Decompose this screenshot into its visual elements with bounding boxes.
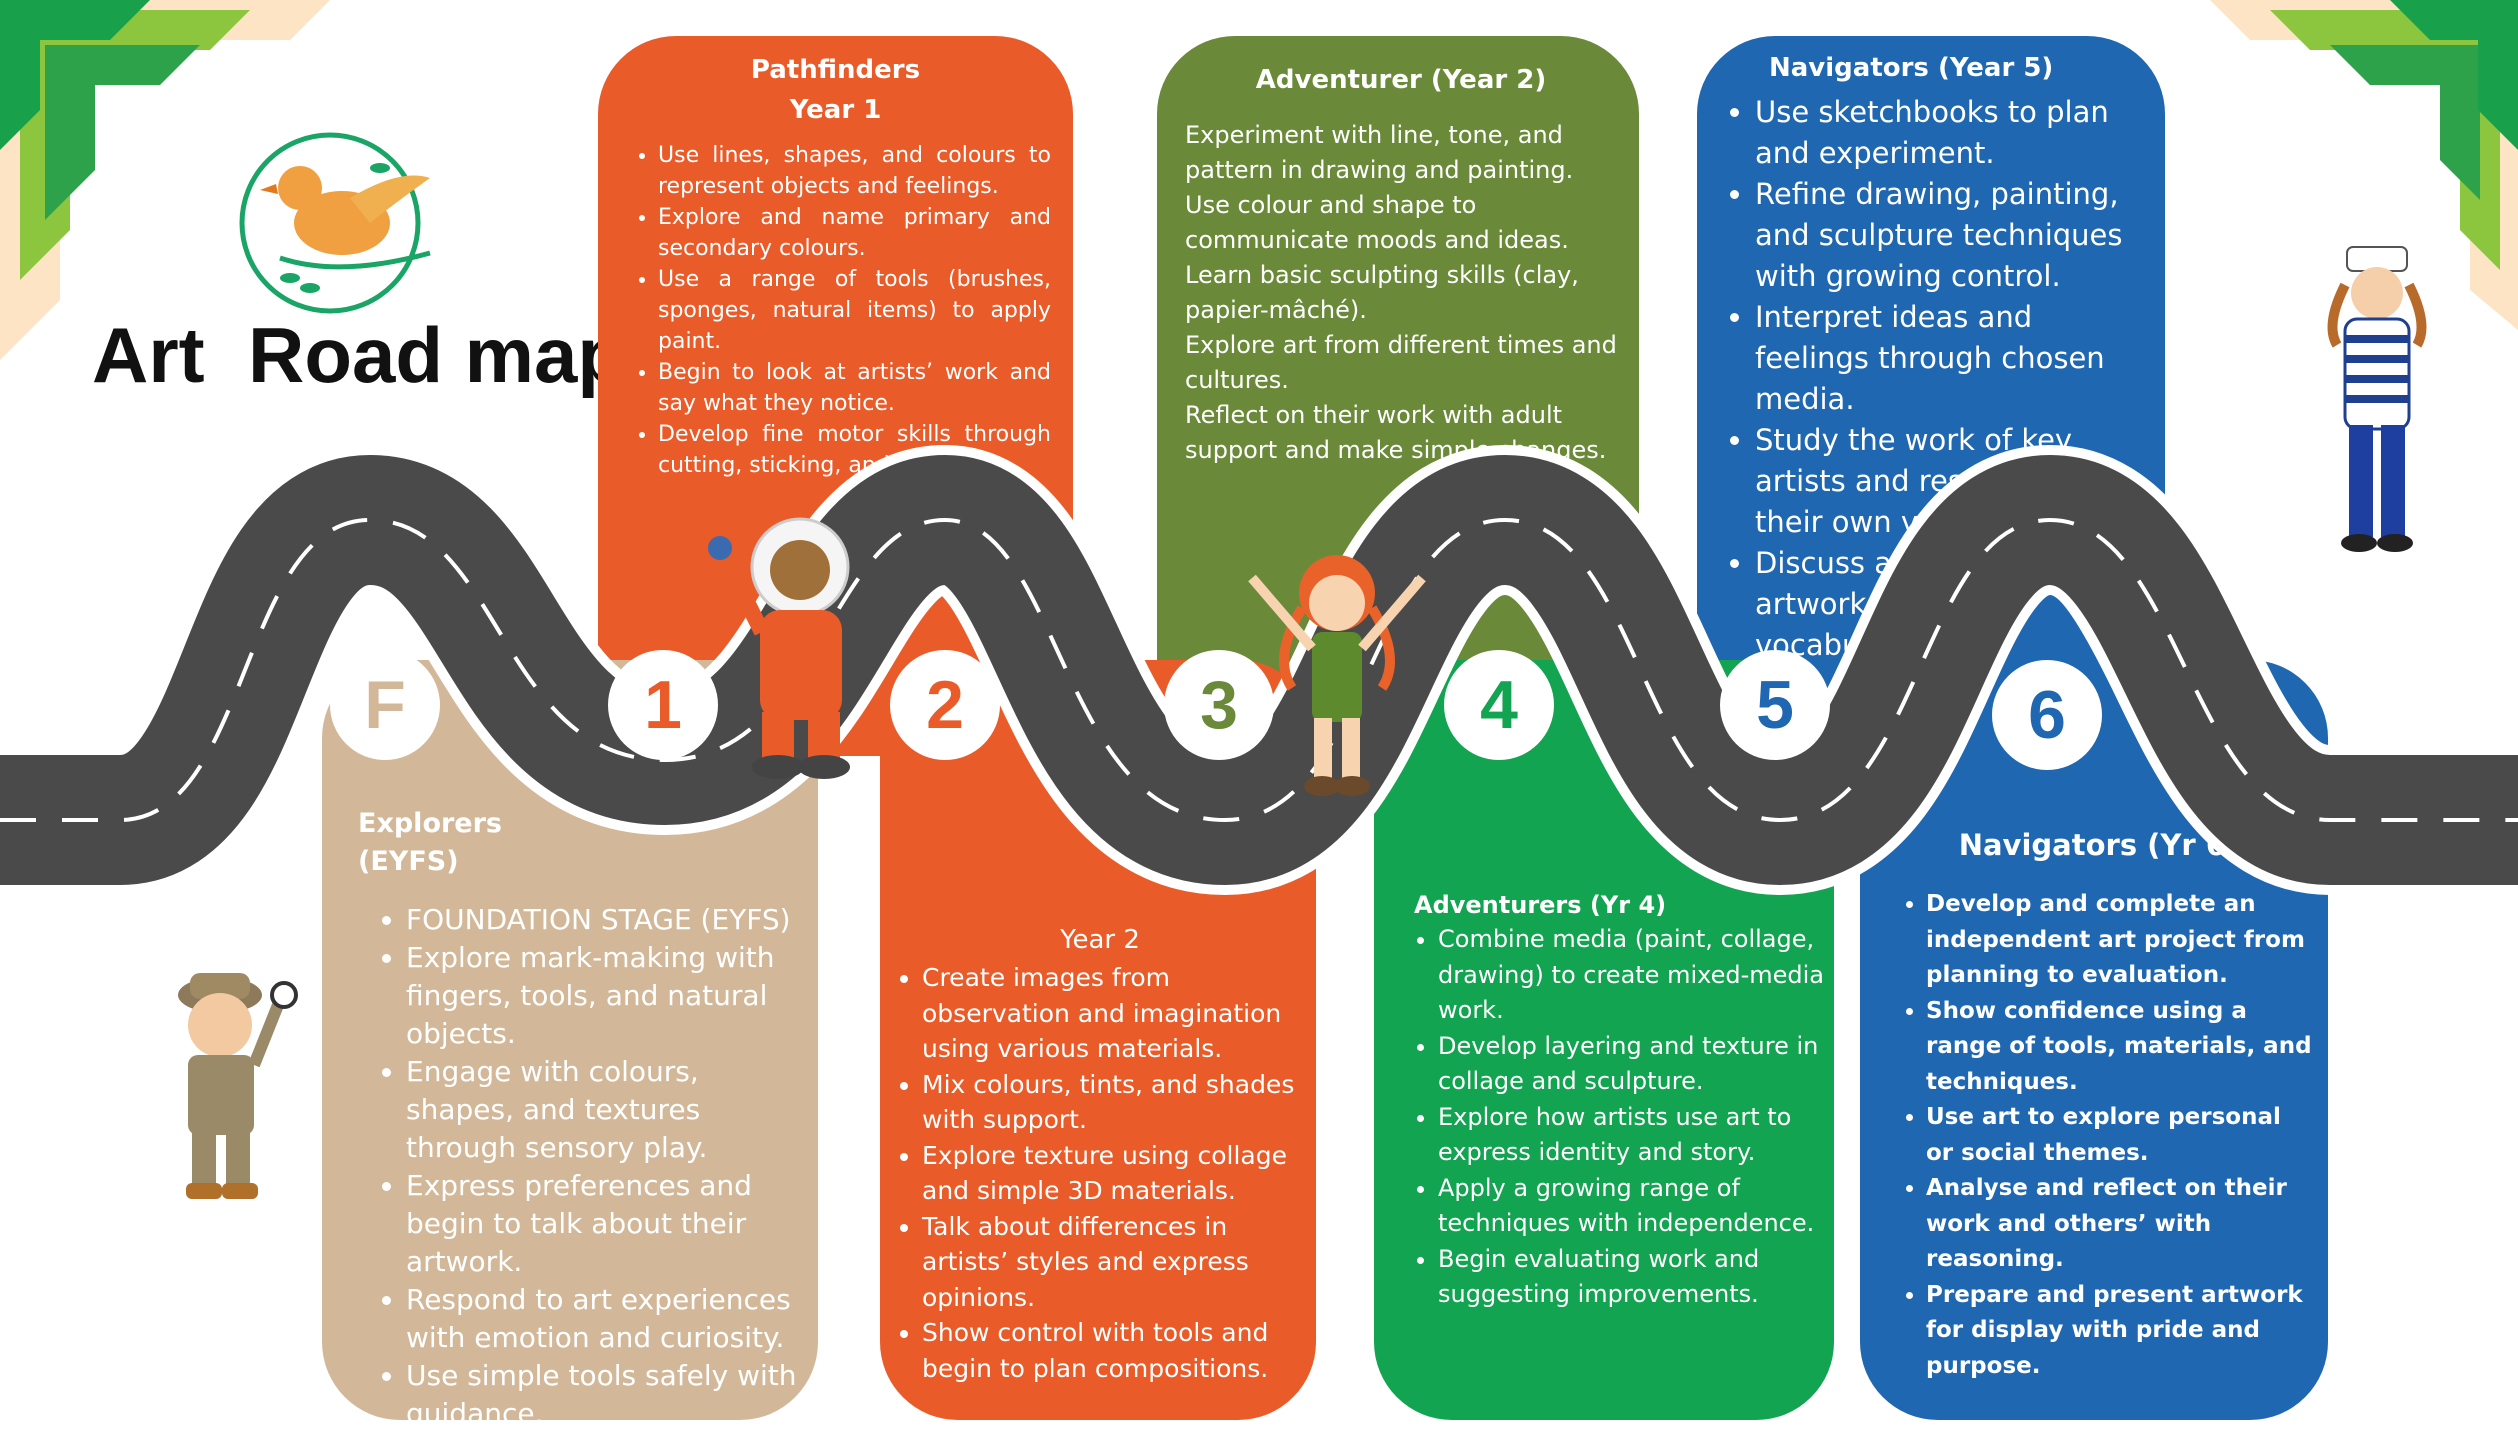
card-year4-list: Combine media (paint, collage, drawing) … xyxy=(1414,922,1824,1313)
corner-chevron-decoration-right xyxy=(2210,0,2518,330)
sailor-character-illustration xyxy=(2327,246,2427,552)
card-year4-heading: Adventurers (Yr 4) xyxy=(1414,891,1667,919)
card-year6: Navigators (Yr 6) Develop and complete a… xyxy=(1860,660,2328,1420)
list-item: Refine drawing, painting, and sculpture … xyxy=(1755,174,2145,297)
list-item: Mix colours, tints, and shades with supp… xyxy=(922,1067,1312,1138)
stage-number-6: 6 xyxy=(1992,660,2102,770)
list-item: Respond to art experiences with emotion … xyxy=(406,1281,798,1357)
stage-number-3: 3 xyxy=(1164,650,1274,760)
list-item: Develop and complete an independent art … xyxy=(1926,887,2314,994)
list-item: Create images from observation and imagi… xyxy=(922,960,1312,1067)
list-item: Begin to look at artists’ work and say w… xyxy=(658,357,1051,419)
card-year6-heading: Navigators (Yr 6) xyxy=(1958,828,2240,862)
list-item: Analyse and reflect on their work and ot… xyxy=(1926,1171,2314,1278)
list-item: Talk about differences in artists’ style… xyxy=(922,1209,1312,1316)
list-item: Use a range of tools (brushes, sponges, … xyxy=(658,264,1051,357)
list-item: Use lines, shapes, and colours to repres… xyxy=(658,140,1051,202)
card-year2-heading: Year 2 xyxy=(1060,925,1140,955)
list-item: Use art to explore personal or social th… xyxy=(1926,1100,2314,1171)
card-year1-list: Use lines, shapes, and colours to repres… xyxy=(620,140,1051,481)
list-item: Interpret ideas and feelings through cho… xyxy=(1755,297,2145,420)
card-year2-list: Create images from observation and imagi… xyxy=(888,960,1312,1386)
list-item: Study the work of key artists and respon… xyxy=(1755,420,2145,543)
list-item: Prepare and present artwork for display … xyxy=(1926,1278,2314,1385)
list-item: Develop fine motor skills through cuttin… xyxy=(658,419,1051,481)
card-year1-heading: Pathfinders Year 1 xyxy=(750,55,921,125)
list-item: Express preferences and begin to talk ab… xyxy=(406,1167,798,1281)
list-item: Begin evaluating work and suggesting imp… xyxy=(1438,1242,1824,1313)
list-item: Discuss and compare artworks using art v… xyxy=(1755,543,2145,666)
list-item: Explore and name primary and secondary c… xyxy=(658,202,1051,264)
card-year5: Navigators (Year 5) Use sketchbooks to p… xyxy=(1697,36,2165,756)
bird-logo xyxy=(239,132,431,314)
card-explorers-heading: Explorers (EYFS) xyxy=(358,808,503,877)
stage-number-f: F xyxy=(330,650,440,760)
card-year5-heading: Navigators (Year 5) xyxy=(1769,53,2054,83)
card-explorers-list: FOUNDATION STAGE (EYFS) Explore mark-mak… xyxy=(344,901,798,1433)
stage-number-2: 2 xyxy=(890,650,1000,760)
list-item: Use simple tools safely with guidance. xyxy=(406,1357,798,1433)
list-item: Explore texture using collage and simple… xyxy=(922,1138,1312,1209)
card-year6-list: Develop and complete an independent art … xyxy=(1884,887,2314,1384)
stage-number-4: 4 xyxy=(1444,650,1554,760)
list-item: Explore mark-making with fingers, tools,… xyxy=(406,939,798,1053)
card-year5-list: Use sketchbooks to plan and experiment. … xyxy=(1717,92,2145,666)
eskimo-character-illustration xyxy=(708,517,850,779)
list-item: Use sketchbooks to plan and experiment. xyxy=(1755,92,2145,174)
stage-number-1: 1 xyxy=(608,650,718,760)
stage-number-5: 5 xyxy=(1720,650,1830,760)
girl-character-illustration xyxy=(1248,555,1426,796)
corner-chevron-decoration-left xyxy=(0,0,330,360)
explorer-character-illustration xyxy=(178,973,298,1199)
page-title: Art Road map xyxy=(92,311,626,399)
list-item: Show confidence using a range of tools, … xyxy=(1926,994,2314,1101)
list-item: Engage with colours, shapes, and texture… xyxy=(406,1053,798,1167)
card-adventurer-year2-heading: Adventurer (Year 2) xyxy=(1255,65,1547,95)
list-item: FOUNDATION STAGE (EYFS) xyxy=(406,901,798,939)
list-item: Apply a growing range of techniques with… xyxy=(1438,1171,1824,1242)
list-item: Show control with tools and begin to pla… xyxy=(922,1315,1312,1386)
card-year4: Adventurers (Yr 4) Combine media (paint,… xyxy=(1374,660,1834,1420)
list-item: Develop layering and texture in collage … xyxy=(1438,1029,1824,1100)
card-adventurer-year2-text: Experiment with line, tone, and pattern … xyxy=(1185,121,1617,464)
list-item: Combine media (paint, collage, drawing) … xyxy=(1438,922,1824,1029)
list-item: Explore how artists use art to express i… xyxy=(1438,1100,1824,1171)
